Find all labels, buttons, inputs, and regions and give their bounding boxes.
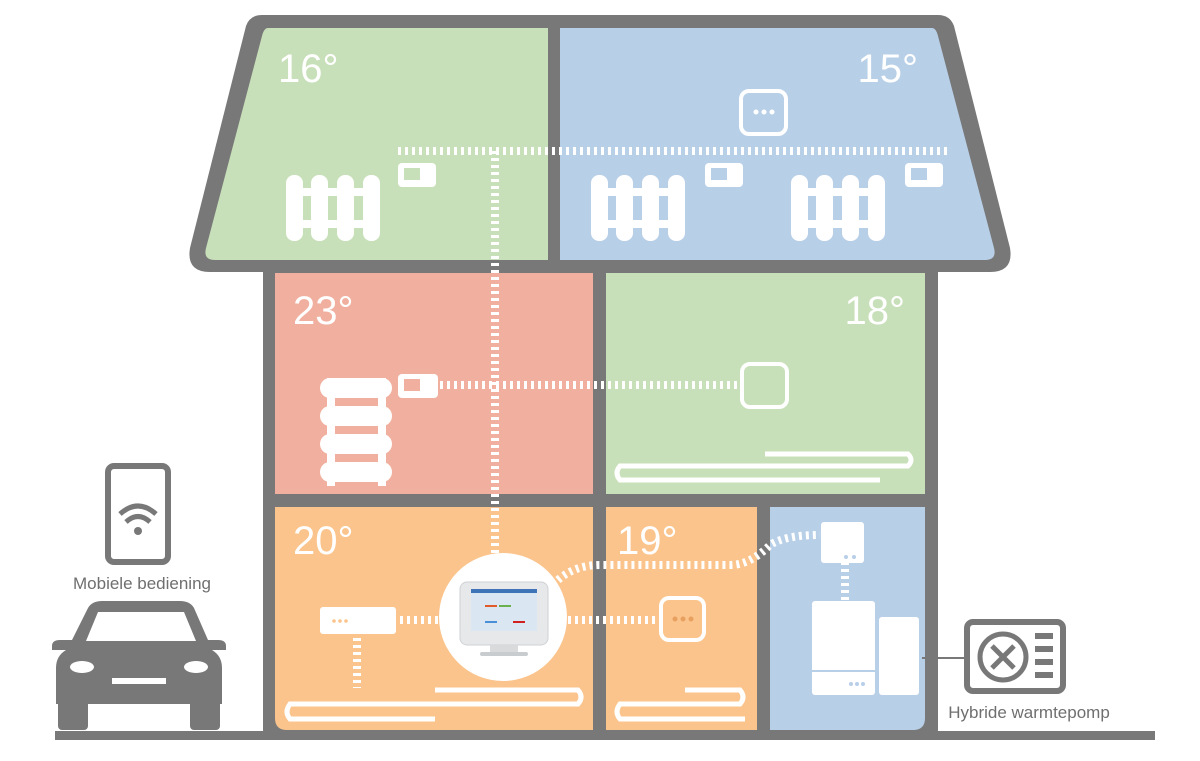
towel-radiator-icon (320, 378, 392, 486)
underfloor-heating-icon (614, 451, 914, 483)
room-sensor-icon (740, 362, 789, 409)
radiator-valve-icon (398, 163, 436, 187)
underfloor-heating-icon (614, 687, 746, 722)
radiator-icon (591, 175, 685, 241)
car-icon (52, 601, 226, 730)
boiler-icon (812, 601, 875, 695)
gateway-icon (821, 522, 864, 563)
underfloor-heating-icon (284, 687, 584, 722)
radiator-valve-icon (398, 374, 438, 398)
heat-pump-icon (964, 619, 1066, 694)
smartphone-icon (105, 463, 171, 565)
radiator-valve-icon (705, 163, 743, 187)
touchscreen-thermostat (439, 553, 567, 681)
radiator-icon (791, 175, 885, 241)
radiator-valve-icon (905, 163, 943, 187)
temperature-first-right: 18° (845, 289, 906, 333)
room-sensor-icon (659, 596, 706, 642)
zone-controller-icon (320, 607, 396, 634)
temperature-ground-middle: 19° (617, 519, 678, 563)
radiator-icon (286, 175, 380, 241)
wireless-links (353, 147, 948, 688)
temperature-attic-left: 16° (278, 47, 339, 91)
mobile-control-label: Mobiele bediening (73, 574, 211, 593)
room-sensor-icon (739, 89, 788, 136)
temperature-first-left: 23° (293, 289, 354, 333)
water-tank-icon (879, 617, 919, 695)
temperature-attic-right: 15° (858, 47, 919, 91)
heat-pump-label: Hybride warmtepomp (948, 703, 1110, 722)
temperature-ground-left: 20° (293, 519, 354, 563)
heat-pump-connection (922, 657, 964, 659)
